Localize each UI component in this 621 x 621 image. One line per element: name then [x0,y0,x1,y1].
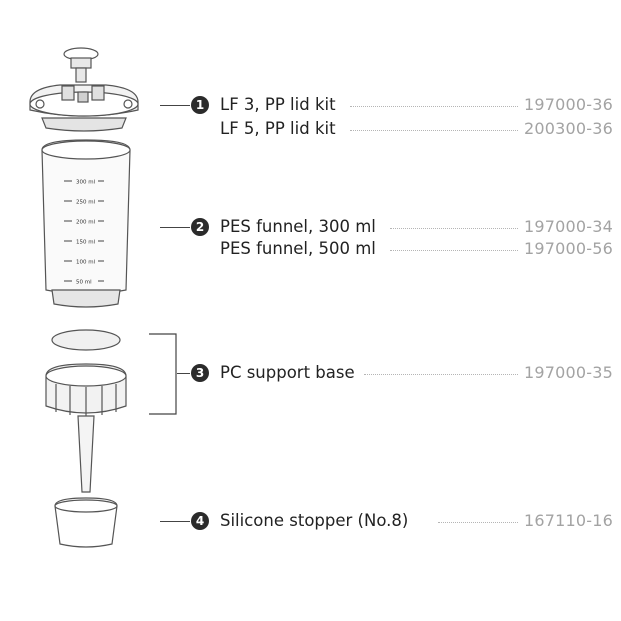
dotted-leader [350,106,518,107]
part-label: PES funnel, 300 ml [220,217,376,236]
scale-label: 250 ml [76,200,96,206]
part-code: 200300-36 [523,119,613,138]
part-code: 197000-36 [523,95,613,114]
bracket-line [149,333,177,415]
part-row-3: 3 PC support base 197000-35 [0,362,621,386]
part-number-badge: 3 [191,364,209,382]
part-row-2b: PES funnel, 500 ml 197000-56 [0,238,621,262]
dotted-leader [350,130,518,131]
funnel-scale: 300 ml 250 ml 200 ml 150 ml 100 ml 50 ml [64,180,104,286]
part-row-1: 1 LF 3, PP lid kit 197000-36 [0,94,621,118]
leader-line [160,521,190,522]
part-label: PC support base [220,363,355,382]
scale-label: 150 ml [76,240,96,246]
part-label: LF 3, PP lid kit [220,95,336,114]
dotted-leader [438,522,518,523]
part-row-2: 2 PES funnel, 300 ml 197000-34 [0,216,621,240]
scale-label: 300 ml [76,180,96,186]
scale-label: 100 ml [76,260,96,266]
leader-line [160,105,190,106]
dotted-leader [390,250,518,251]
part-code: 197000-35 [523,363,613,382]
part-row-4: 4 Silicone stopper (No.8) 167110-16 [0,510,621,534]
part-code: 167110-16 [523,511,613,530]
part-code: 197000-34 [523,217,613,236]
scale-label: 50 ml [76,280,92,286]
support-base-drawing [45,329,127,493]
part-label: PES funnel, 500 ml [220,239,376,258]
part-label: LF 5, PP lid kit [220,119,336,138]
part-number-badge: 2 [191,218,209,236]
dotted-leader [390,228,518,229]
dotted-leader [364,374,518,375]
part-row-1b: LF 5, PP lid kit 200300-36 [0,118,621,142]
silicone-stopper-drawing [54,497,118,548]
pes-funnel-drawing [41,139,131,308]
part-number-badge: 4 [191,512,209,530]
leader-line [177,373,190,374]
part-code: 197000-56 [523,239,613,258]
part-label: Silicone stopper (No.8) [220,511,409,530]
lid-kit-drawing [29,47,139,132]
scale-label: 200 ml [76,220,96,226]
part-number-badge: 1 [191,96,209,114]
leader-line [160,227,190,228]
